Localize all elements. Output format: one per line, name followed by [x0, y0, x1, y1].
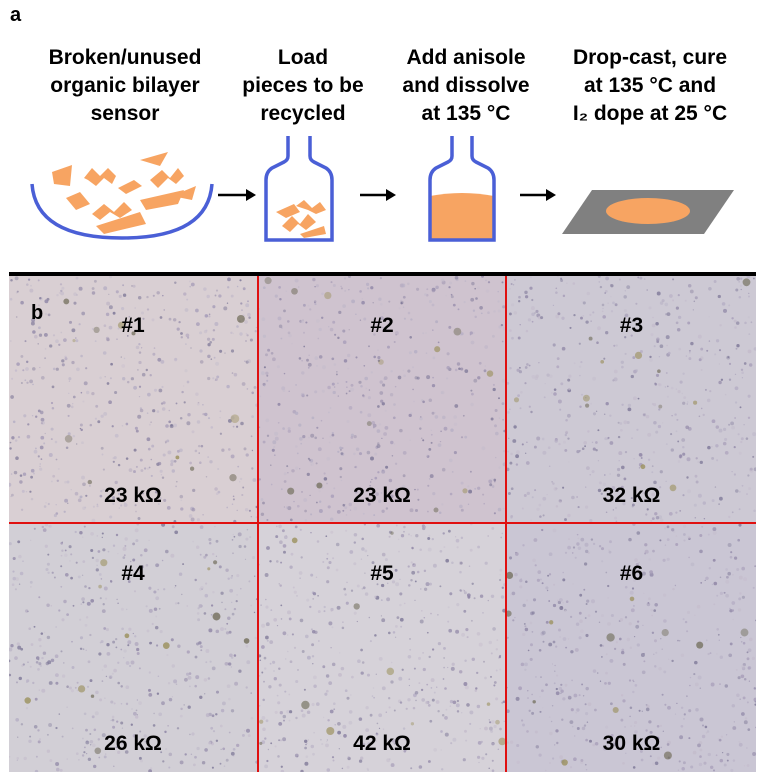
sample-1-resistance: 23 kΩ: [104, 484, 162, 507]
sample-6-id: #6: [619, 562, 644, 585]
step-1-line-1: Broken/unused: [48, 46, 202, 69]
arrow-3-icon: [520, 189, 556, 201]
grid-divider-horizontal: [9, 522, 756, 524]
bottle-with-solution-icon: [428, 136, 496, 242]
arrow-2-icon: [360, 189, 396, 201]
step-3-text: Add anisole and dissolve at 135 °C: [384, 44, 548, 128]
panel-b-top-border: [9, 272, 756, 277]
micrograph-3: #3 32 kΩ: [507, 276, 756, 522]
micrograph-4: #4 26 kΩ: [9, 524, 257, 772]
sample-1-id: #1: [121, 314, 145, 337]
arrow-1-icon: [218, 189, 256, 201]
sample-6-resistance: 30 kΩ: [602, 732, 661, 755]
bottle-with-pieces-icon: [264, 136, 334, 242]
step-1-line-3: sensor: [90, 102, 160, 125]
sample-2-resistance: 23 kΩ: [353, 484, 411, 507]
dish-with-pieces-icon: [30, 152, 214, 240]
step-2-line-3: recycled: [260, 102, 346, 125]
process-diagram: [30, 136, 734, 242]
step-1-text: Broken/unused organic bilayer sensor: [20, 44, 230, 128]
micrograph-4-texture: [9, 524, 257, 772]
sample-4-resistance: 26 kΩ: [104, 732, 162, 755]
micrograph-2-texture: [259, 276, 505, 522]
sample-4-id: #4: [121, 562, 145, 585]
sample-3-id: #3: [619, 314, 644, 337]
step-1-line-2: organic bilayer: [50, 74, 200, 97]
micrograph-5: #5 42 kΩ: [259, 524, 505, 772]
sample-2-id: #2: [370, 314, 394, 337]
film-on-substrate-icon: [562, 190, 734, 234]
step-2-text: Load pieces to be recycled: [228, 44, 378, 128]
micrograph-grid: b #1 23 kΩ #2 23 kΩ #3 32 kΩ #4 26 kΩ #5…: [9, 276, 756, 772]
panel-a-label: a: [10, 4, 22, 26]
step-4-text: Drop-cast, cure at 135 °C and I₂ dope at…: [550, 44, 750, 128]
sample-3-resistance: 32 kΩ: [602, 484, 661, 507]
grid-divider-vertical-2: [505, 276, 507, 772]
step-4-line-1: Drop-cast, cure: [572, 46, 728, 69]
step-3-line-1: Add anisole: [406, 46, 526, 69]
step-4-line-3: I₂ dope at 25 °C: [572, 102, 728, 125]
step-2-line-1: Load: [277, 46, 329, 69]
step-3-line-3: at 135 °C: [421, 102, 511, 125]
step-3-line-2: and dissolve: [402, 74, 530, 97]
step-4-line-2: at 135 °C and: [583, 74, 717, 97]
sample-5-resistance: 42 kΩ: [353, 732, 411, 755]
micrograph-1-texture: [9, 276, 257, 522]
micrograph-6-texture: [507, 524, 756, 772]
grid-divider-vertical-1: [257, 276, 259, 772]
step-2-line-2: pieces to be: [242, 74, 364, 97]
micrograph-2: #2 23 kΩ: [259, 276, 505, 522]
micrograph-1: b #1 23 kΩ: [9, 276, 257, 522]
micrograph-6: #6 30 kΩ: [507, 524, 756, 772]
micrograph-3-texture: [507, 276, 756, 522]
sample-5-id: #5: [370, 562, 394, 585]
micrograph-5-texture: [259, 524, 505, 772]
panel-b-label: b: [31, 302, 44, 324]
